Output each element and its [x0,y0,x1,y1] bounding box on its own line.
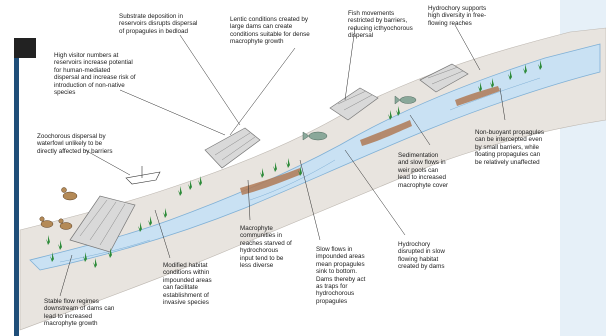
label-modified-habitat: Modified habitat conditions within impou… [163,262,212,306]
label-sedimentation: Sedimentation and slow flows in weir poo… [398,152,448,189]
boat [126,166,160,184]
label-stable-flow: Stable flow regimes downstream of dams c… [44,298,114,328]
label-high-visitor-numbers: High visitor numbers at reservoirs incre… [54,52,136,96]
fish-2 [400,97,416,104]
label-slow-flows: Slow flows in impounded areas mean propa… [316,246,365,305]
label-hydrochory-high-diversity: Hydrochory supports high diversity in fr… [428,5,486,27]
label-non-buoyant-propagules: Non-buoyant propagules can be intercepte… [475,129,544,166]
label-fish-movements: Fish movements restricted by barriers, r… [348,10,413,40]
top-left-block [14,38,36,58]
fish-1 [309,132,327,140]
label-hydrochory-disrupted: Hydrochory disrupted in slow flowing hab… [398,241,445,271]
label-zoochorous-dispersal: Zoochorous dispersal by waterfowl unlike… [37,133,112,155]
label-lentic-conditions: Lentic conditions created by large dams … [230,16,310,46]
label-macrophyte-communities: Macrophyte communities in reaches starve… [240,225,292,269]
label-substrate-deposition: Substrate deposition in reservoirs disru… [119,13,197,35]
left-frame-bar [14,40,19,336]
